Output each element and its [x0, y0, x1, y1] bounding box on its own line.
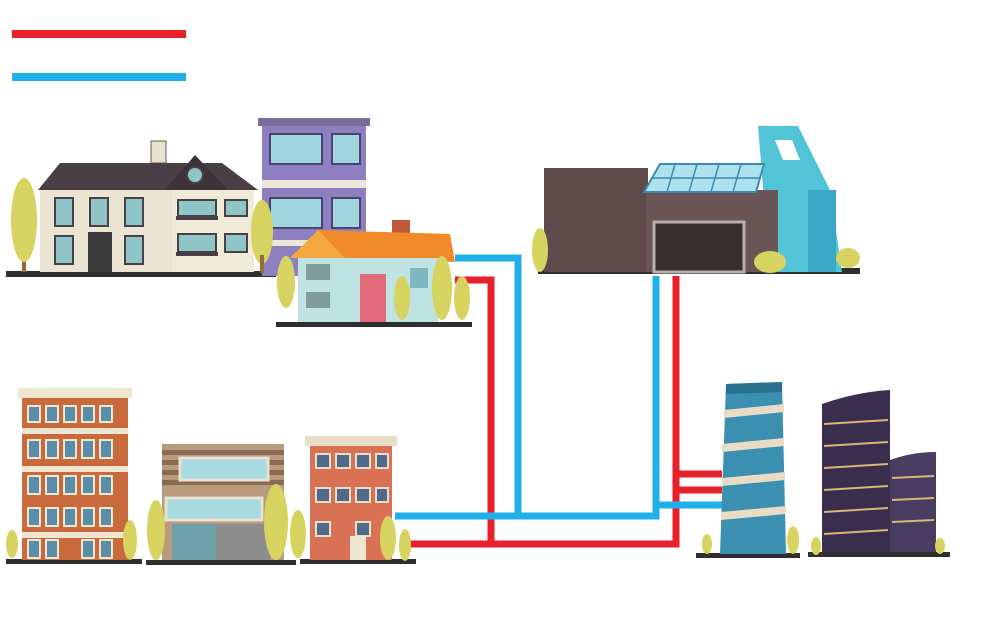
- striped-office-building: [146, 444, 306, 565]
- blue-pipe-main: [395, 276, 660, 520]
- factory-with-solar-panels: [532, 126, 860, 274]
- orange-roof-cottage: [276, 220, 472, 327]
- dark-office-towers: [808, 390, 950, 557]
- legend: [12, 30, 186, 81]
- blue-pipes: [395, 254, 722, 520]
- small-brick-building: [300, 436, 416, 564]
- red-pipe-cottage: [455, 276, 495, 544]
- brick-apartment-tower: [6, 388, 142, 564]
- red-pipes: [410, 276, 722, 548]
- glass-skyscraper: [696, 382, 800, 558]
- blue-pipe-cottage: [455, 254, 522, 516]
- suburban-house: [6, 140, 276, 277]
- red-pipe-main: [410, 276, 680, 548]
